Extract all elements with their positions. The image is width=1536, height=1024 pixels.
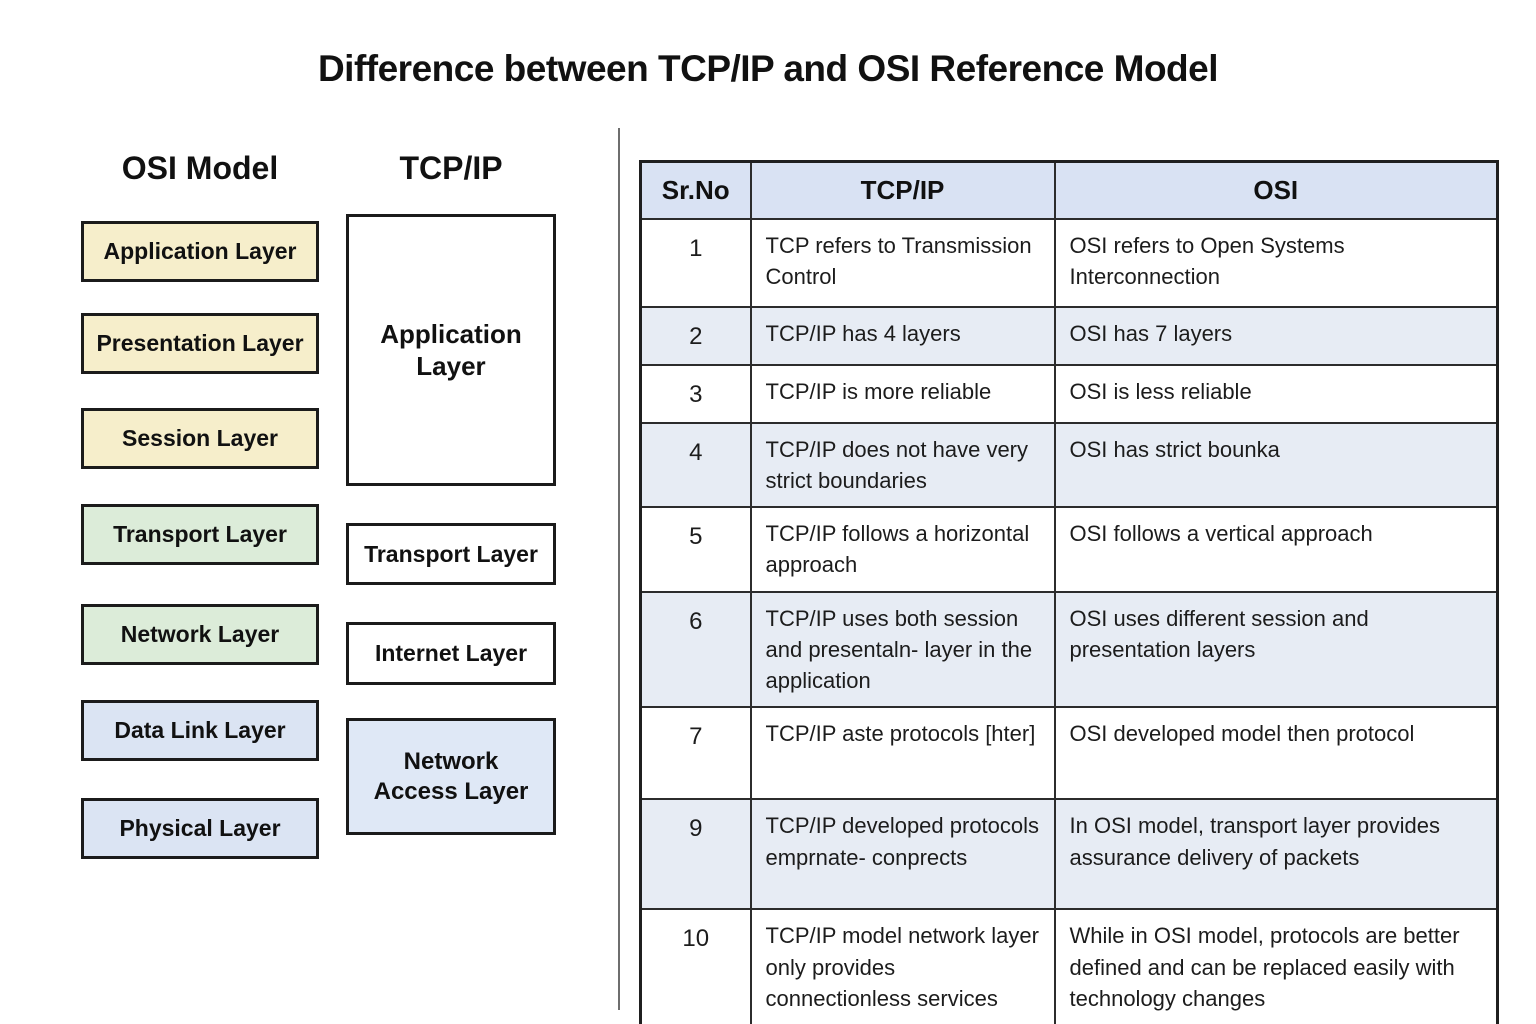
cell-osi: OSI has strict bounka xyxy=(1053,421,1499,509)
cell-srno: 2 xyxy=(639,305,752,366)
table-header-row: Sr.No TCP/IP OSI xyxy=(639,160,1499,220)
tcpip-heading: TCP/IP xyxy=(399,150,503,186)
cell-tcpip: TCP/IP is more reliable xyxy=(749,363,1056,424)
osi-layer-physical: Physical Layer xyxy=(81,798,319,859)
osi-layer-network: Network Layer xyxy=(81,604,319,665)
cell-tcpip: TCP/IP uses both session and presentaln-… xyxy=(749,590,1056,709)
osi-layer-application: Application Layer xyxy=(81,221,319,282)
cell-tcpip: TCP/IP model network layer only provides… xyxy=(749,908,1056,1024)
table-row: 7 TCP/IP aste protocols [hter] OSI devel… xyxy=(639,706,1499,801)
tcpip-layer-network-access: Network Access Layer xyxy=(346,718,556,835)
cell-osi: In OSI model, transport layer provides a… xyxy=(1053,798,1499,911)
table-row: 1 TCP refers to Transmission Control OSI… xyxy=(639,217,1499,308)
vertical-divider xyxy=(618,128,620,1010)
cell-tcpip: TCP/IP developed protocols emprnate- con… xyxy=(749,798,1056,911)
cell-tcpip: TCP/IP does not have very strict boundar… xyxy=(749,421,1056,509)
table-row: 10 TCP/IP model network layer only provi… xyxy=(639,908,1499,1024)
osi-layer-transport: Transport Layer xyxy=(81,504,319,565)
cell-osi: While in OSI model, protocols are better… xyxy=(1053,908,1499,1024)
table-row: 5 TCP/IP follows a horizontal approach O… xyxy=(639,506,1499,593)
table-header-srno: Sr.No xyxy=(639,160,752,220)
osi-layer-presentation: Presentation Layer xyxy=(81,313,319,374)
cell-osi: OSI refers to Open Systems Interconnecti… xyxy=(1053,217,1499,308)
cell-tcpip: TCP/IP aste protocols [hter] xyxy=(749,706,1056,801)
tcpip-layer-transport: Transport Layer xyxy=(346,523,556,585)
cell-srno: 6 xyxy=(639,590,752,709)
table-row: 2 TCP/IP has 4 layers OSI has 7 layers xyxy=(639,305,1499,366)
osi-layer-session: Session Layer xyxy=(81,408,319,469)
table-row: 4 TCP/IP does not have very strict bound… xyxy=(639,421,1499,509)
tcpip-layer-internet: Internet Layer xyxy=(346,622,556,685)
table-row: 9 TCP/IP developed protocols emprnate- c… xyxy=(639,798,1499,911)
cell-osi: OSI is less reliable xyxy=(1053,363,1499,424)
cell-srno: 1 xyxy=(639,217,752,308)
cell-srno: 4 xyxy=(639,421,752,509)
cell-srno: 10 xyxy=(639,908,752,1024)
cell-srno: 9 xyxy=(639,798,752,911)
comparison-table: Sr.No TCP/IP OSI 1 TCP refers to Transmi… xyxy=(639,160,1499,1024)
osi-model-heading: OSI Model xyxy=(121,150,279,186)
cell-osi: OSI uses different session and presentat… xyxy=(1053,590,1499,709)
cell-srno: 7 xyxy=(639,706,752,801)
cell-osi: OSI has 7 layers xyxy=(1053,305,1499,366)
osi-layer-data-link: Data Link Layer xyxy=(81,700,319,761)
cell-osi: OSI developed model then protocol xyxy=(1053,706,1499,801)
cell-srno: 3 xyxy=(639,363,752,424)
cell-osi: OSI follows a vertical approach xyxy=(1053,506,1499,593)
tcpip-layer-application: Application Layer xyxy=(346,214,556,486)
cell-tcpip: TCP/IP has 4 layers xyxy=(749,305,1056,366)
cell-srno: 5 xyxy=(639,506,752,593)
table-header-tcpip: TCP/IP xyxy=(749,160,1056,220)
table-row: 6 TCP/IP uses both session and presental… xyxy=(639,590,1499,709)
page-title: Difference between TCP/IP and OSI Refere… xyxy=(317,48,1219,89)
cell-tcpip: TCP refers to Transmission Control xyxy=(749,217,1056,308)
table-header-osi: OSI xyxy=(1053,160,1499,220)
table-row: 3 TCP/IP is more reliable OSI is less re… xyxy=(639,363,1499,424)
cell-tcpip: TCP/IP follows a horizontal approach xyxy=(749,506,1056,593)
